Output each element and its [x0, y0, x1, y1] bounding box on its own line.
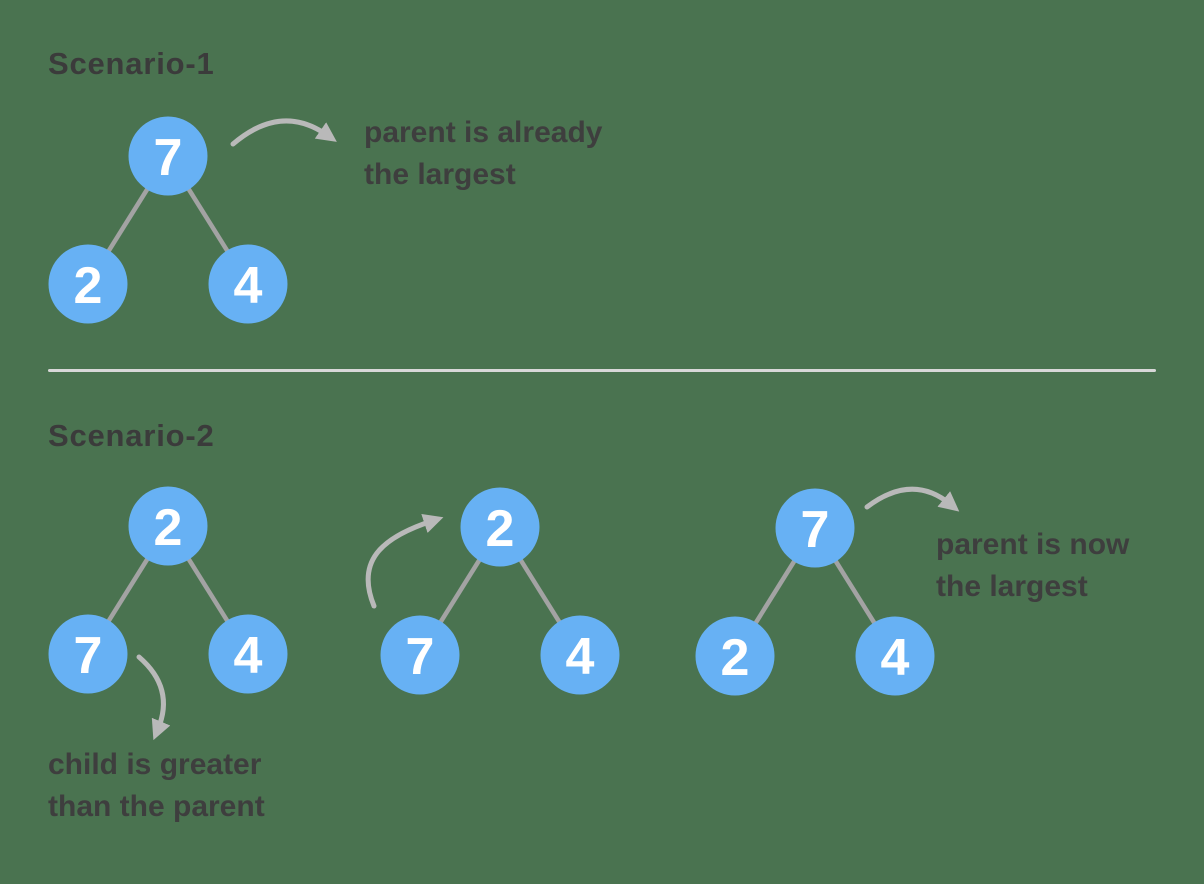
scenario-1-annotation: parent is already the largest [364, 112, 602, 196]
annotation-line: the largest [936, 570, 1088, 603]
scenario-2-heading: Scenario-2 [48, 418, 215, 453]
curved-arrow-down-icon [136, 654, 171, 741]
right-child-node-circle [208, 614, 288, 694]
section-divider [48, 369, 1156, 372]
left-child-node-value: 2 [74, 257, 103, 315]
scenario-1-heading: Scenario-1 [48, 46, 215, 81]
curved-arrow-up-icon [365, 513, 444, 609]
scenario-2-step-2-tree: 2 7 4 [380, 487, 620, 695]
right-child-node-value: 4 [234, 257, 263, 315]
left-child-node-value: 7 [74, 627, 103, 685]
left-child-node-circle [695, 616, 775, 696]
scenario-2-step-3-tree: 7 2 4 [695, 488, 935, 696]
right-child-node-circle [540, 615, 620, 695]
curved-arrow-right-icon [864, 486, 960, 512]
left-child-node-circle [48, 614, 128, 694]
left-child-node-value: 7 [406, 628, 435, 686]
right-child-node-value: 4 [234, 627, 263, 685]
left-child-node-circle [48, 244, 128, 324]
root-node-circle [775, 488, 855, 568]
right-child-node-circle [208, 244, 288, 324]
root-node-circle [460, 487, 540, 567]
annotation-line: child is greater [48, 748, 262, 781]
curved-arrow-right-icon [230, 118, 337, 147]
annotation-line: parent is now [936, 528, 1130, 561]
left-child-node-value: 2 [721, 629, 750, 687]
root-node-value: 2 [486, 500, 515, 558]
right-child-node-value: 4 [881, 629, 910, 687]
annotation-line: parent is already [364, 116, 603, 149]
scenario-2-step-1-tree: 2 7 4 [48, 486, 288, 694]
root-node-value: 2 [154, 499, 183, 557]
root-node-circle [128, 486, 208, 566]
annotation-line: the largest [364, 158, 516, 191]
root-node-value: 7 [801, 501, 830, 559]
scenario-1-tree: 7 2 4 [48, 116, 288, 324]
scenario-2-step-3-annotation: parent is now the largest [936, 524, 1129, 608]
root-node-value: 7 [154, 129, 183, 187]
root-node-circle [128, 116, 208, 196]
right-child-node-circle [855, 616, 935, 696]
scenario-2-step-1-annotation: child is greater than the parent [48, 744, 265, 828]
left-child-node-circle [380, 615, 460, 695]
annotation-line: than the parent [48, 790, 265, 823]
right-child-node-value: 4 [566, 628, 595, 686]
